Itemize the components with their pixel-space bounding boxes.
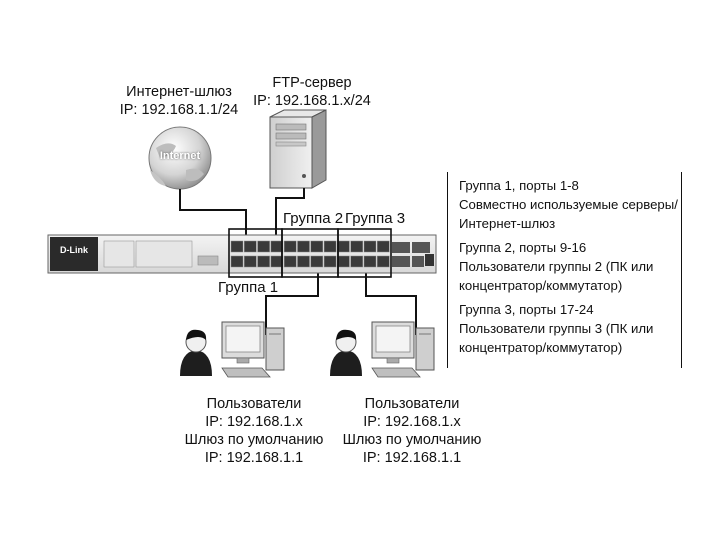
users-right-label: Пользователи IP: 192.168.1.x Шлюз по умо… xyxy=(330,395,494,467)
legend-g2-line3: концентратор/коммутатор) xyxy=(459,278,623,293)
users-left-line4: IP: 192.168.1.1 xyxy=(204,450,304,466)
switch-port xyxy=(230,240,244,253)
ftp-ip: IP: 192.168.1.x/24 xyxy=(253,93,371,109)
users-left-line2: IP: 192.168.1.x xyxy=(205,414,303,430)
group3-label: Группа 3 xyxy=(345,210,406,227)
users-right-line3: Шлюз по умолчанию xyxy=(342,432,482,448)
keyboard-icon xyxy=(221,367,271,378)
switch-port xyxy=(230,255,244,268)
legend-panel: Группа 1, порты 1-8 Совместно используем… xyxy=(447,172,682,368)
switch-port xyxy=(350,255,363,268)
users-left-label: Пользователи IP: 192.168.1.x Шлюз по умо… xyxy=(172,395,336,467)
keyboard-icon xyxy=(371,367,421,378)
desktop-pc-icon xyxy=(371,321,435,371)
legend-g1-line2: Совместно используемые серверы/ xyxy=(459,197,678,212)
group1-label: Группа 1 xyxy=(218,279,279,296)
legend-g2-line1: Группа 2, порты 9-16 xyxy=(459,240,587,255)
globe-label: Internet xyxy=(159,150,201,162)
switch-port xyxy=(257,240,270,253)
legend-g3-line2: Пользователи группы 3 (ПК или xyxy=(459,321,654,336)
legend-g2-line2: Пользователи группы 2 (ПК или xyxy=(459,259,654,274)
switch-ports xyxy=(230,240,390,268)
switch-port xyxy=(377,240,390,253)
switch-port xyxy=(337,240,350,253)
switch-port xyxy=(363,255,377,268)
switch-port xyxy=(297,240,310,253)
switch-port xyxy=(244,255,257,268)
user-person-icon xyxy=(180,329,212,376)
network-switch-icon xyxy=(47,234,437,274)
ftp-title: FTP-сервер xyxy=(272,75,352,91)
switch-port xyxy=(283,255,297,268)
group-boxes xyxy=(228,228,392,278)
ftp-label: FTP-сервер IP: 192.168.1.x/24 xyxy=(237,74,387,110)
desktop-pc-icon xyxy=(221,321,285,371)
switch-port xyxy=(337,255,350,268)
legend-g3-line1: Группа 3, порты 17-24 xyxy=(459,302,594,317)
switch-port xyxy=(323,240,337,253)
gateway-label: Интернет-шлюз IP: 192.168.1.1/24 xyxy=(104,83,254,119)
switch-port xyxy=(310,240,324,253)
switch-port xyxy=(363,240,377,253)
users-right-line4: IP: 192.168.1.1 xyxy=(362,450,462,466)
user-person-icon xyxy=(330,329,362,376)
switch-port xyxy=(270,255,284,268)
switch-port xyxy=(350,240,363,253)
users-left-line3: Шлюз по умолчанию xyxy=(184,432,324,448)
users-left-line1: Пользователи xyxy=(206,396,302,412)
switch-port xyxy=(310,255,324,268)
gateway-title: Интернет-шлюз xyxy=(126,84,232,100)
switch-port xyxy=(283,240,297,253)
users-right-line1: Пользователи xyxy=(364,396,460,412)
users-right-line2: IP: 192.168.1.x xyxy=(363,414,461,430)
network-cables xyxy=(179,188,417,335)
legend-g1-line1: Группа 1, порты 1-8 xyxy=(459,178,579,193)
switch-port xyxy=(377,255,390,268)
server-tower-icon xyxy=(269,109,327,189)
switch-port xyxy=(323,255,337,268)
switch-brand: D-Link xyxy=(60,245,88,255)
group3-box xyxy=(337,228,392,278)
legend-g1-line3: Интернет-шлюз xyxy=(459,216,556,231)
group2-label: Группа 2 xyxy=(283,210,344,227)
switch-port xyxy=(270,240,284,253)
legend-g3-line3: концентратор/коммутатор) xyxy=(459,340,623,355)
switch-port xyxy=(257,255,270,268)
internet-globe-icon xyxy=(148,126,212,190)
gateway-ip: IP: 192.168.1.1/24 xyxy=(119,102,239,118)
switch-port xyxy=(244,240,257,253)
switch-port xyxy=(297,255,310,268)
